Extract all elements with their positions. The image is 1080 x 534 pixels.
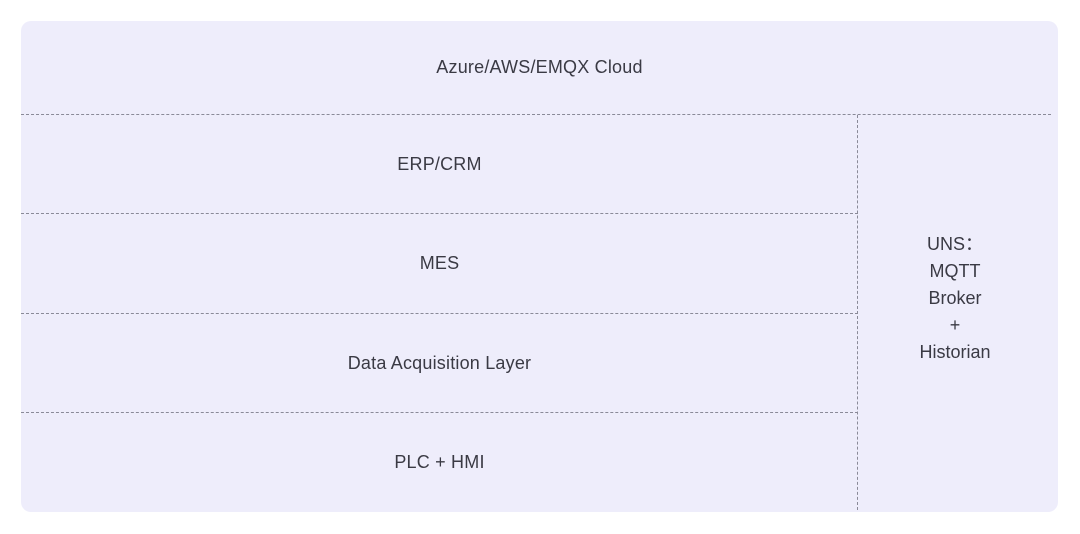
erp-crm-layer: ERP/CRM: [397, 153, 482, 174]
architecture-diagram: Azure/AWS/EMQX Cloud ERP/CRM MES Data Ac…: [21, 21, 1058, 512]
uns-label-line: Broker: [928, 288, 982, 308]
uns-column: UNS： MQTT Broker + Historian: [859, 231, 1051, 366]
uns-label-line: MQTT: [929, 261, 981, 281]
layer-divider: [21, 313, 858, 314]
cloud-layer: Azure/AWS/EMQX Cloud: [436, 57, 643, 77]
uns-label-line: Historian: [919, 342, 991, 362]
layer-divider: [21, 412, 858, 413]
layer-divider: [21, 213, 858, 214]
cloud-divider: [21, 114, 1051, 115]
uns-label-line: UNS：: [926, 234, 983, 254]
uns-divider: [857, 115, 858, 512]
data-acquisition-layer: Data Acquisition Layer: [347, 352, 532, 373]
mes-layer: MES: [419, 253, 460, 273]
uns-label-line: +: [949, 315, 961, 335]
plc-hmi-layer: PLC + HMI: [394, 452, 485, 472]
